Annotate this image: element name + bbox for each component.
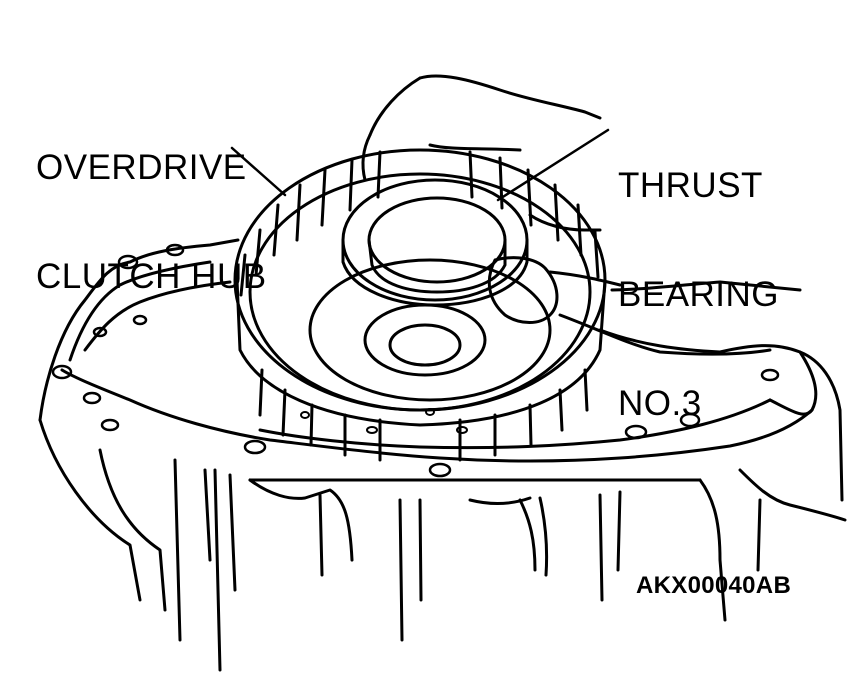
thrust-bearing-label: THRUST BEARING NO.3 bbox=[618, 98, 779, 495]
overdrive-clutch-hub-label: OVERDRIVE CLUTCH HUB bbox=[36, 80, 267, 368]
label-line: OVERDRIVE bbox=[36, 148, 247, 187]
label-line: THRUST bbox=[618, 166, 763, 205]
leader-lines bbox=[230, 128, 610, 202]
overdrive-clutch-hub bbox=[233, 148, 607, 462]
label-line: NO.3 bbox=[618, 384, 702, 423]
label-line: CLUTCH HUB bbox=[36, 257, 267, 296]
label-line: BEARING bbox=[618, 275, 780, 314]
figure-code: AKX00040AB bbox=[636, 572, 792, 599]
bolt-holes bbox=[51, 243, 780, 478]
transmission-case bbox=[38, 238, 847, 672]
thrust-bearing-no3 bbox=[341, 178, 529, 307]
hand bbox=[361, 74, 802, 356]
